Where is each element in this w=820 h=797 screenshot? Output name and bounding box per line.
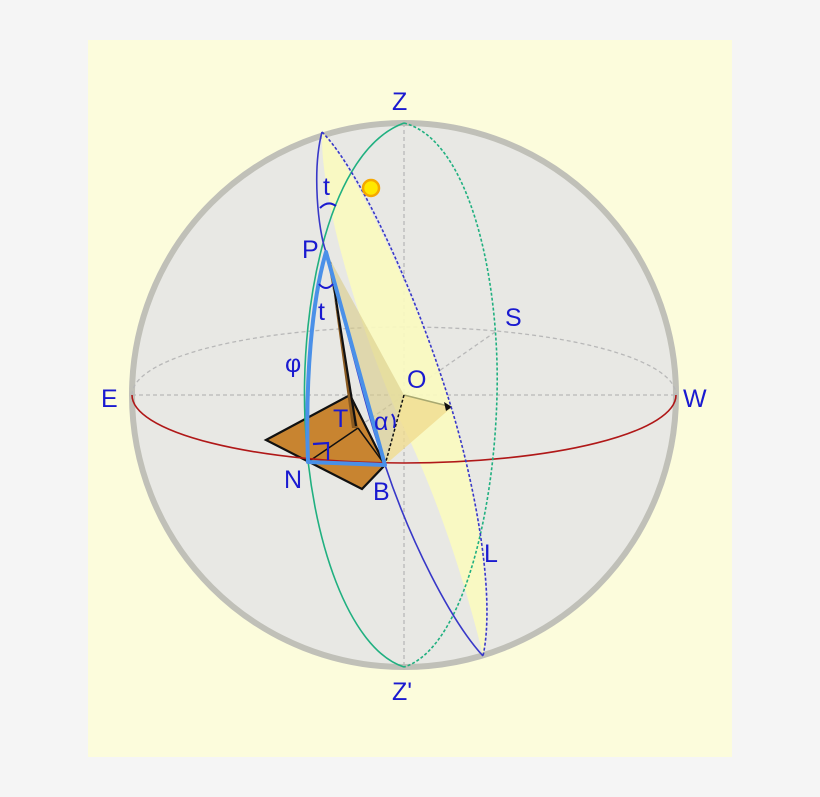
center-ray — [403, 394, 453, 408]
hour-circle-back-arc — [321, 131, 488, 657]
spherical-triangle-pnb — [305, 250, 387, 467]
center-to-b-line — [384, 394, 405, 466]
meridian-front-arc — [303, 122, 405, 668]
horizon-back-arc — [131, 326, 677, 396]
center-plane — [385, 395, 452, 465]
hour-circle-plane — [321, 132, 486, 656]
label-west: W — [683, 385, 707, 413]
label-hour-angle-top: t — [323, 173, 330, 201]
horizon-front-arc — [131, 394, 677, 464]
label-north: N — [284, 466, 302, 494]
label-zenith: Z — [392, 88, 407, 116]
meridian-back-arc — [403, 122, 498, 668]
label-alpha: α — [374, 408, 388, 436]
label-south: S — [505, 304, 522, 332]
label-east: E — [101, 385, 118, 413]
label-nadir: Z' — [392, 678, 412, 706]
label-latitude: φ — [285, 350, 301, 378]
label-pole: P — [302, 236, 319, 264]
alpha-angle-arc — [391, 413, 396, 429]
pole-center-plane — [326, 252, 404, 465]
hour-angle-arc-top — [319, 202, 337, 209]
label-point-t: T — [333, 405, 348, 433]
label-point-l: L — [484, 540, 498, 568]
right-angle-mark — [312, 441, 330, 460]
hour-angle-arc-p — [318, 283, 334, 289]
shadow-line-nt — [307, 427, 359, 463]
label-center: O — [407, 366, 426, 394]
shadow-line-tb — [357, 427, 386, 466]
sun-icon — [361, 178, 381, 198]
label-hour-angle-p: t — [318, 298, 325, 326]
label-point-b: B — [373, 478, 390, 506]
arrow-head-icon — [444, 402, 452, 411]
